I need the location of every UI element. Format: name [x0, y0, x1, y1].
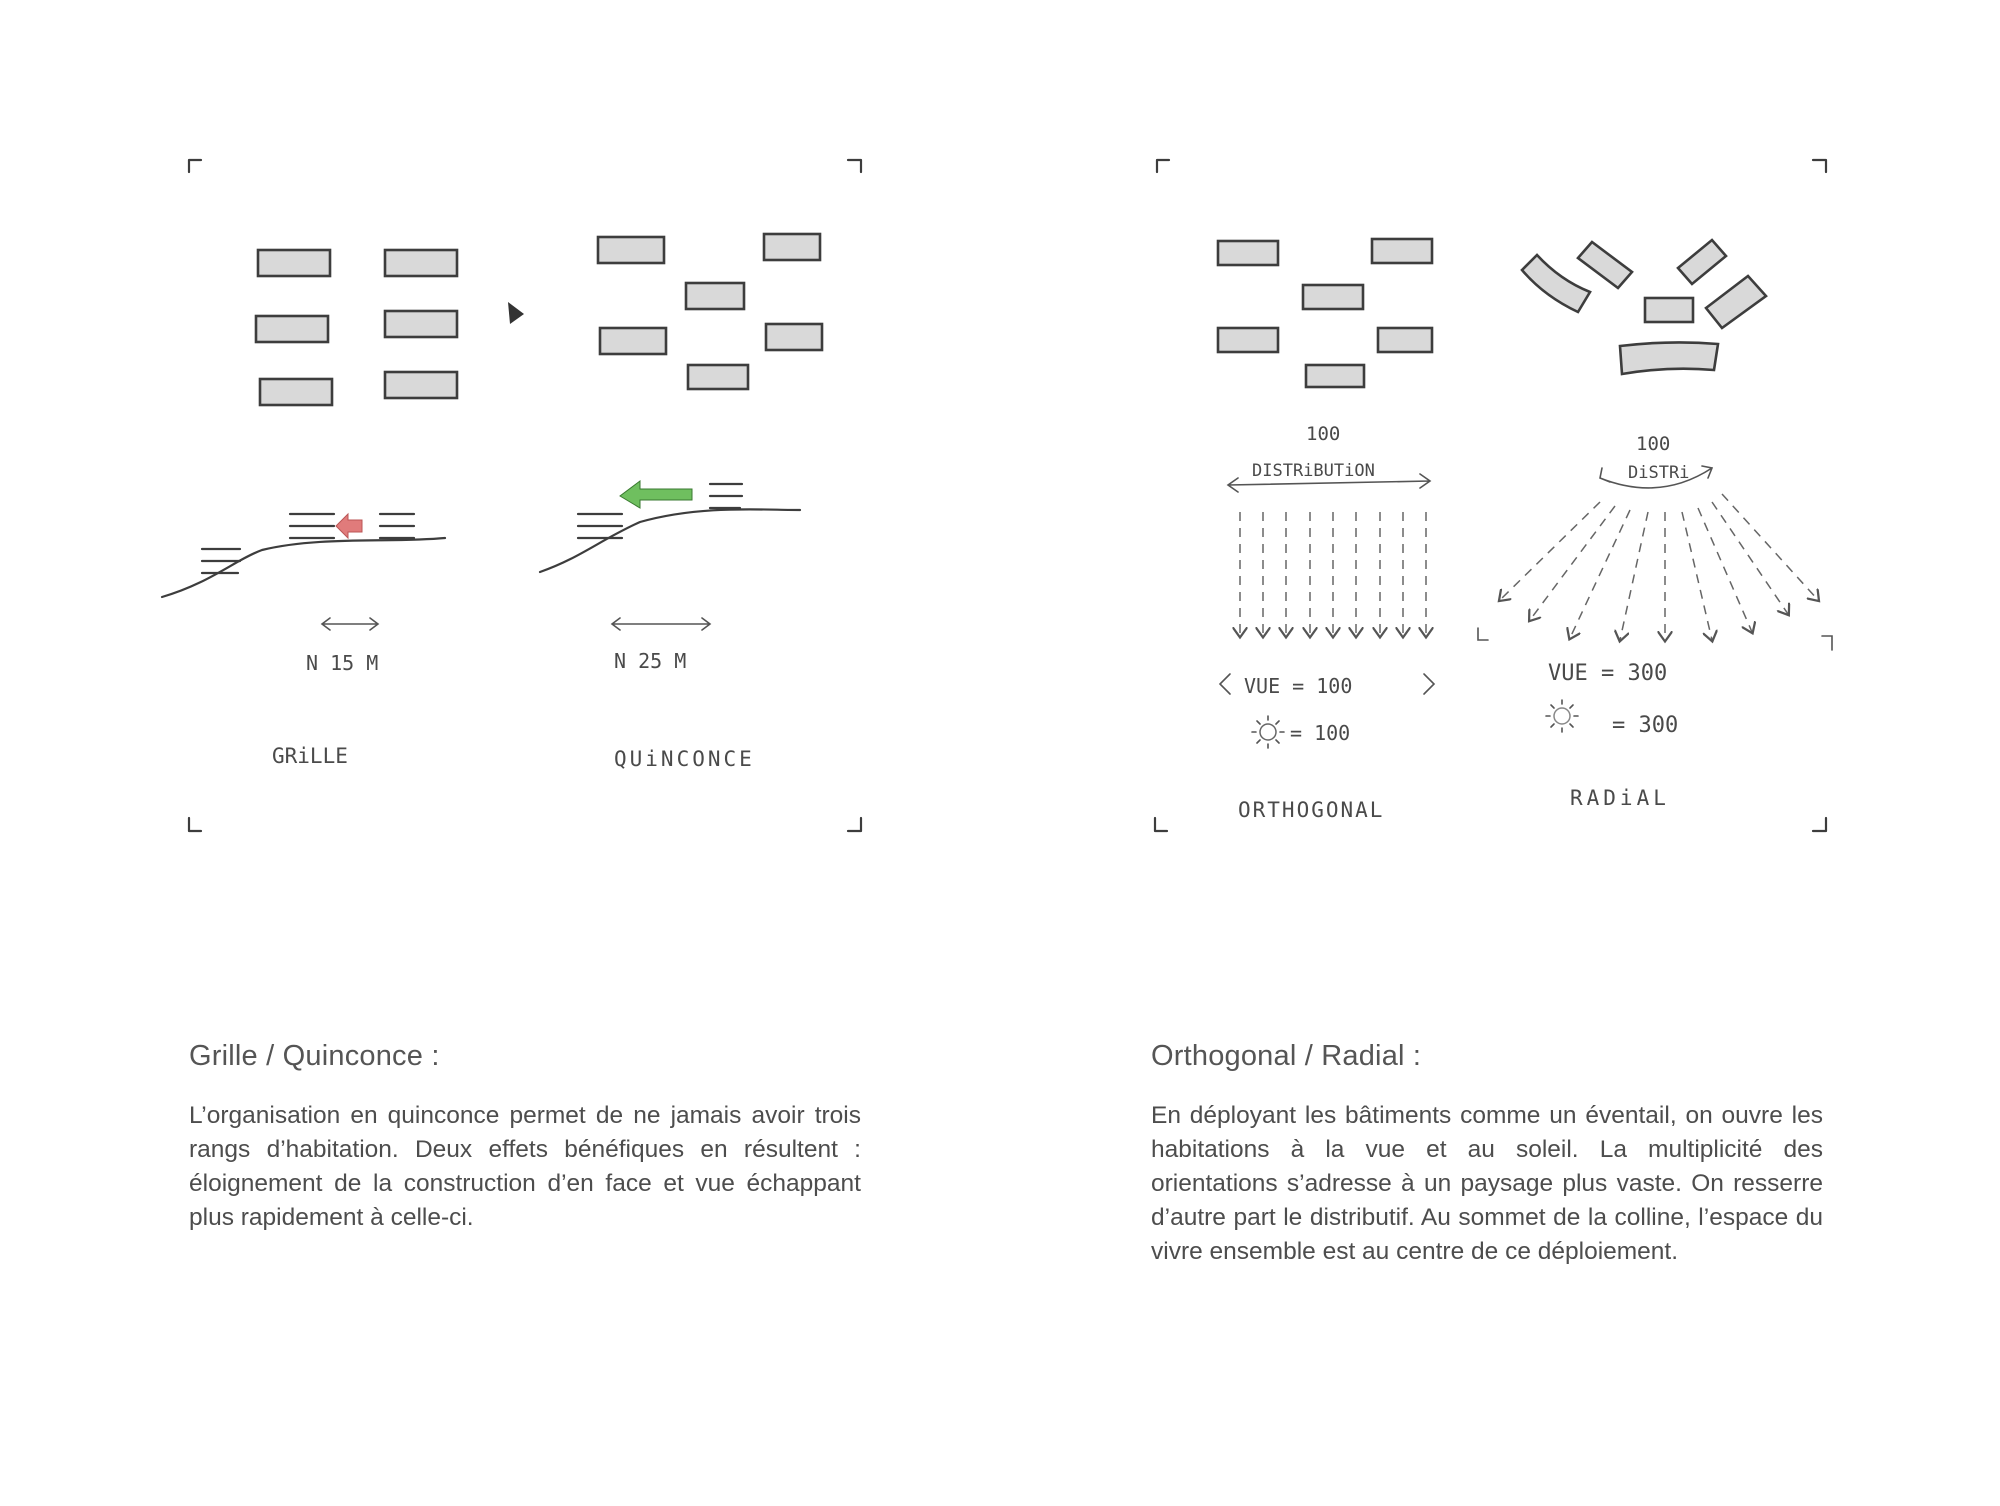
radial-sun-label: = 300 [1612, 713, 1678, 738]
left-panel-corners [187, 158, 863, 833]
green-arrow-icon [619, 480, 693, 509]
radial-view-label: VUE = 300 [1548, 661, 1667, 686]
quinconce-building [762, 232, 822, 262]
grille-distance-label: N 15 M [306, 651, 378, 675]
grille-building [258, 377, 334, 407]
grille-building [383, 370, 459, 400]
transition-arrow-icon [508, 302, 524, 324]
quinconce-building [684, 281, 746, 311]
orthogonal-building [1370, 237, 1434, 265]
quinconce-buildings [596, 232, 824, 391]
quinconce-building [686, 363, 750, 391]
orthogonal-distribution: 100 DISTRiBUTiON VUE = 100 = 100 [1218, 423, 1436, 749]
radial-building [1704, 274, 1768, 330]
radial-building [1520, 253, 1592, 314]
radial-distribution: 100 DiSTRi VUE = 300 = 300 [1477, 433, 1833, 738]
sun-icon [1545, 699, 1579, 733]
quinconce-building [596, 235, 666, 265]
orthogonal-building [1216, 326, 1280, 354]
radial-distribution-label: DiSTRi [1628, 463, 1689, 483]
quinconce-building [598, 326, 668, 356]
caption-body: L’organisation en quinconce permet de ne… [189, 1102, 861, 1231]
quinconce-label: QUiNCONCE [614, 747, 755, 771]
grille-building [256, 248, 332, 278]
orthogonal-building [1216, 239, 1280, 267]
radial-label: RADiAL [1570, 786, 1670, 810]
radial-buildings [1520, 238, 1768, 376]
quinconce-distance-label: N 25 M [614, 649, 686, 673]
quinconce-section [538, 480, 802, 631]
ortho-view-label: VUE = 100 [1244, 674, 1352, 698]
quinconce-building [764, 322, 824, 352]
grille-building [383, 309, 459, 339]
grille-buildings [254, 248, 459, 407]
radial-building [1643, 296, 1695, 324]
ortho-distribution-label: DISTRiBUTiON [1252, 461, 1375, 481]
radial-building [1676, 238, 1728, 286]
radial-building [1618, 341, 1720, 376]
orthogonal-building [1376, 326, 1434, 354]
radial-count-label: 100 [1636, 433, 1670, 455]
sun-icon [1251, 715, 1285, 749]
radial-building [1576, 240, 1634, 290]
caption-body: En déployant les bâtiments comme un éven… [1151, 1102, 1823, 1265]
grille-building [383, 248, 459, 278]
ortho-sun-label: = 100 [1290, 721, 1350, 745]
caption-title: Orthogonal / Radial : [1151, 1040, 1422, 1072]
caption-orthogonal-radial: Orthogonal / Radial : En déployant les b… [1151, 1040, 1823, 1269]
orthogonal-buildings [1216, 237, 1434, 389]
orthogonal-building [1304, 363, 1366, 389]
caption-grille-quinconce: Grille / Quinconce : L’organisation en q… [189, 1040, 861, 1235]
grille-section [160, 512, 447, 631]
grille-label: GRiLLE [272, 744, 348, 768]
grille-building [254, 314, 330, 344]
orthogonal-label: ORTHOGONAL [1238, 798, 1384, 822]
ortho-count-label: 100 [1306, 423, 1340, 445]
right-panel-corners [1153, 158, 1828, 833]
caption-title: Grille / Quinconce : [189, 1040, 440, 1072]
orthogonal-building [1301, 283, 1365, 311]
red-arrow-icon [335, 512, 363, 540]
